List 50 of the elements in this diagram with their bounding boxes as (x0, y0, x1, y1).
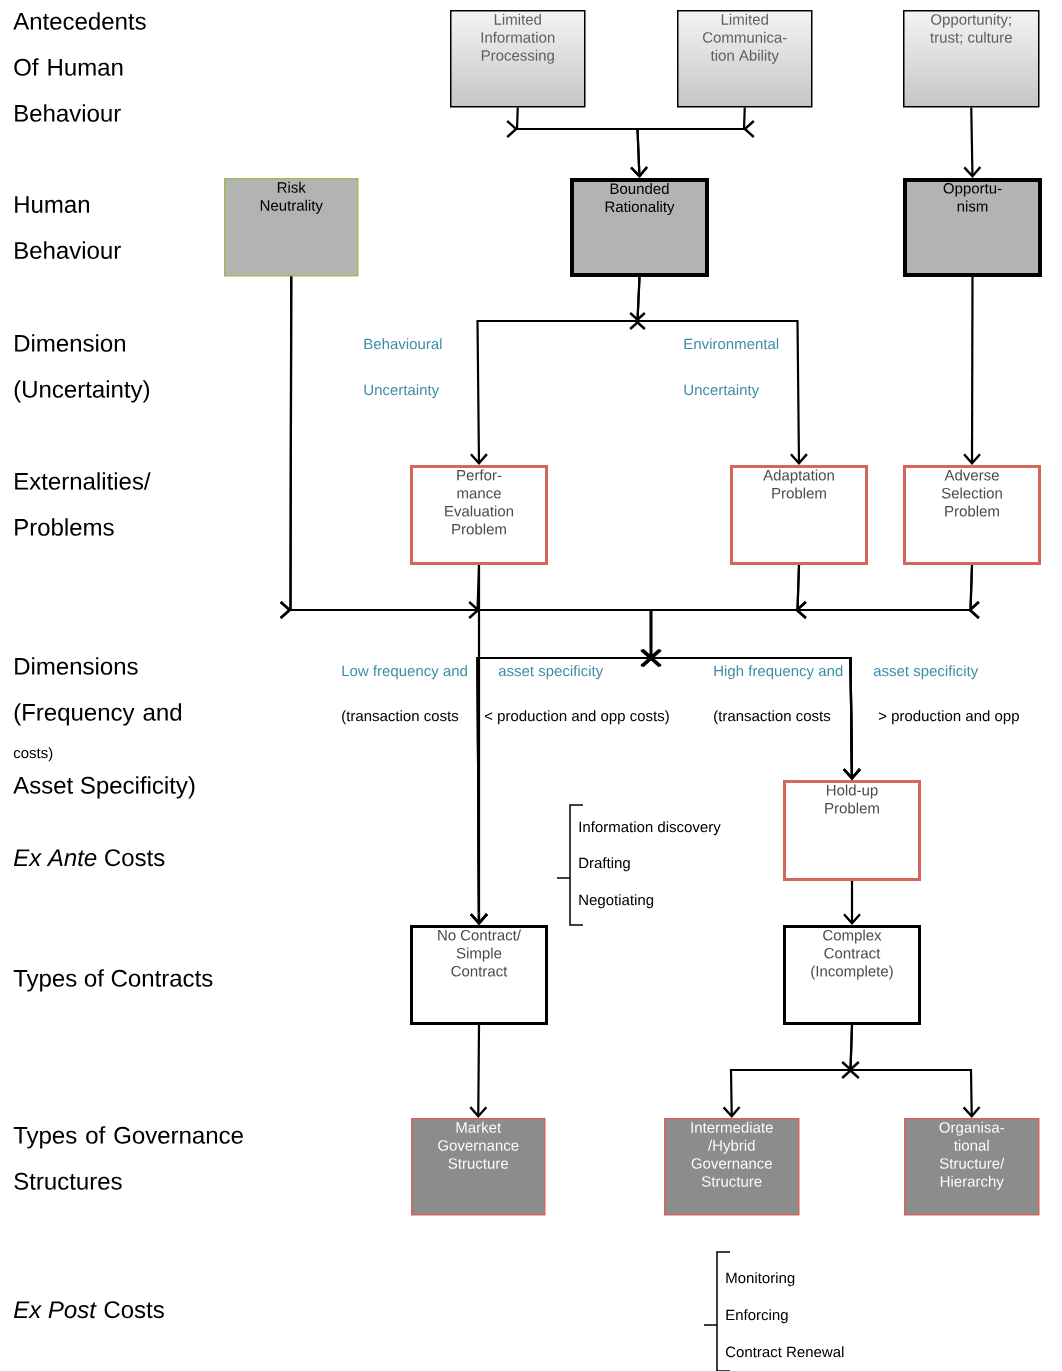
governance-box: Market Governance Structure (411, 1118, 546, 1216)
row-heading: Dimension (Uncertainty) (14, 334, 150, 403)
list-item: Information discovery (579, 821, 721, 836)
list-item: Enforcing (726, 1309, 788, 1324)
arrow (469, 1025, 488, 1118)
list-item: Negotiating (579, 894, 654, 909)
arrow (641, 564, 980, 780)
annotation-text: costs) (13, 747, 53, 762)
problem-box: Perfor- mance Evaluation Problem (410, 465, 548, 565)
row-heading: Externalities/ Problems (15, 472, 151, 536)
row-heading: Asset Specificity) (13, 776, 195, 799)
row-heading: Dimensions (Frequency and (14, 657, 182, 726)
arrow (843, 881, 861, 925)
arrow (963, 277, 981, 465)
governance-box: Organisa- tional Structure/ Hierarchy (904, 1118, 1040, 1216)
contract-box: Complex Contract (Incomplete) (783, 925, 921, 1025)
annotation-text: < production and opp costs) (484, 710, 669, 725)
row-heading: Types of Contracts (13, 969, 213, 992)
problem-box: Hold-up Problem (783, 780, 921, 881)
behaviour-box: Opportu- nism (903, 178, 1042, 277)
row-heading: Ex Ante Costs (13, 849, 165, 867)
antecedent-box: Limited Communica- tion Ability (677, 10, 813, 108)
arrow (963, 107, 982, 178)
row-heading: Types of Governance Structures (13, 1126, 243, 1190)
governance-box: Intermediate /Hybrid Governance Structure (664, 1118, 800, 1216)
list-item: Contract Renewal (725, 1346, 844, 1358)
arrow (841, 1024, 981, 1118)
antecedent-box: Limited Information Processing (450, 10, 586, 108)
problem-box: Adverse Selection Problem (903, 465, 1041, 565)
contract-box: No Contract/ Simple Contract (410, 925, 548, 1025)
row-heading: Antecedents Of Human Behaviour (13, 12, 146, 122)
list-item: Monitoring (726, 1272, 795, 1287)
annotation-text: Low frequency and (342, 665, 467, 680)
behaviour-box: Bounded Rationality (570, 178, 709, 277)
edge-label: Behavioural Uncertainty (364, 338, 442, 399)
annotation-text: asset specificity (873, 665, 979, 680)
arrow (630, 107, 755, 178)
list-item: Drafting (579, 857, 630, 872)
problem-box: Adaptation Problem (730, 465, 868, 565)
annotation-text: High frequency and (714, 665, 843, 680)
edge-label: Environmental Uncertainty (684, 338, 779, 399)
annotation-text: > production and opp (878, 710, 1019, 725)
annotation-text: (transaction costs (342, 710, 459, 725)
row-heading: Human Behaviour (15, 196, 121, 259)
behaviour-box: Risk Neutrality (224, 178, 359, 277)
antecedent-box: Opportunity; trust; culture (903, 10, 1040, 108)
annotation-text: asset specificity (498, 665, 604, 680)
arrow (629, 276, 808, 465)
annotation-text: (transaction costs (714, 710, 831, 725)
row-heading: Ex Post Costs (13, 1301, 164, 1319)
